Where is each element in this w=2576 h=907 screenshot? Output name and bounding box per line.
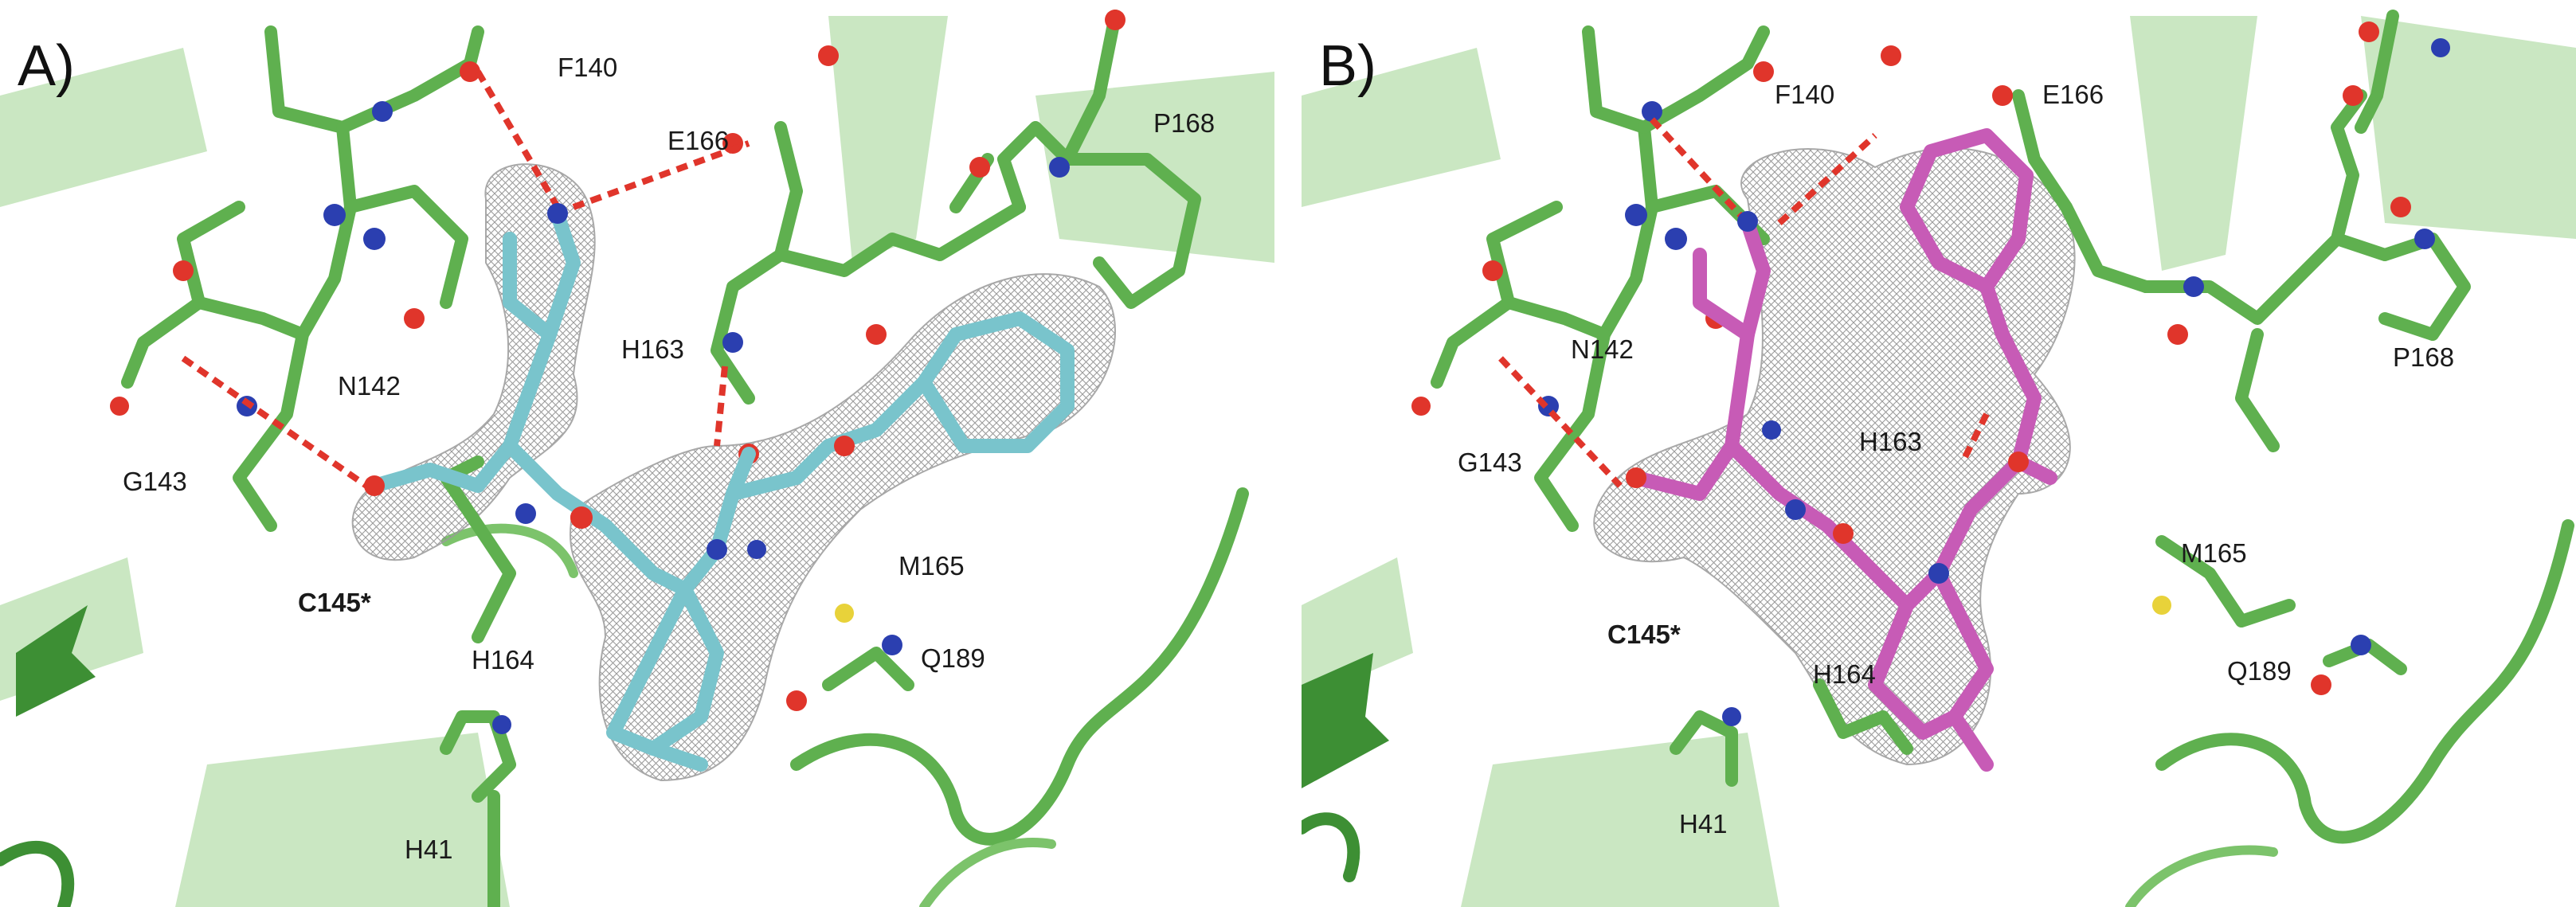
protein-ribbons bbox=[0, 16, 1274, 907]
residue-label-m165: M165 bbox=[898, 551, 965, 581]
sulfur-atom bbox=[835, 604, 854, 623]
protein-ribbon-strands bbox=[1302, 519, 2574, 907]
residue-label-q189: Q189 bbox=[921, 643, 985, 673]
residue-label-f140: F140 bbox=[558, 53, 618, 82]
residue-label-g143: G143 bbox=[1458, 448, 1522, 477]
residue-label-c145: C145* bbox=[1607, 620, 1681, 649]
residue-label-h163: H163 bbox=[1859, 427, 1922, 456]
residue-label-e166: E166 bbox=[2042, 80, 2104, 109]
sulfur-atom bbox=[2152, 596, 2171, 615]
structure-render-b bbox=[1302, 10, 2576, 907]
residue-label-h164: H164 bbox=[472, 645, 534, 674]
protein-sheet-dark bbox=[1302, 653, 1389, 788]
panel-b: B) F140 E166 N142 P168 G143 H163 M165 C1… bbox=[1302, 0, 2576, 907]
residue-label-p168: P168 bbox=[2393, 342, 2455, 372]
residue-label-n142: N142 bbox=[338, 371, 401, 401]
hydrogen-bonds bbox=[1498, 117, 1990, 488]
residue-label-e166: E166 bbox=[667, 126, 730, 155]
panel-label-a: A) bbox=[18, 34, 75, 98]
oxygen-atoms bbox=[1411, 22, 2411, 695]
residue-label-h41: H41 bbox=[405, 835, 453, 864]
hydrogen-bonds bbox=[181, 69, 750, 489]
residue-label-g143: G143 bbox=[123, 467, 187, 496]
structure-render-a bbox=[0, 10, 1274, 907]
residue-label-n142: N142 bbox=[1571, 334, 1634, 364]
ligand-hetero-a bbox=[364, 203, 855, 560]
residue-label-m165: M165 bbox=[2181, 538, 2247, 568]
residue-label-f140: F140 bbox=[1775, 80, 1835, 109]
residue-label-h164: H164 bbox=[1813, 659, 1876, 689]
panel-label-b: B) bbox=[1319, 34, 1376, 98]
residue-label-c145: C145* bbox=[298, 588, 371, 617]
protein-ribbon-strands bbox=[0, 487, 1249, 907]
nitrogen-atoms bbox=[1538, 38, 2450, 726]
residue-label-p168: P168 bbox=[1153, 108, 1216, 138]
protein-sheet-dark bbox=[16, 605, 96, 717]
protein-sticks bbox=[1431, 10, 2471, 787]
oxygen-atoms bbox=[110, 10, 1126, 711]
protein-ribbons bbox=[1302, 16, 2576, 907]
panel-a: A) F140 E166 P168 N142 H163 G143 C145* M… bbox=[0, 0, 1274, 907]
residue-label-q189: Q189 bbox=[2227, 656, 2292, 686]
residue-label-h41: H41 bbox=[1679, 809, 1728, 839]
ligand-hetero-b bbox=[1626, 211, 2029, 584]
ligand-sticks-b bbox=[1629, 128, 2057, 772]
residue-label-h163: H163 bbox=[621, 334, 684, 364]
nitrogen-atoms bbox=[237, 101, 1070, 734]
